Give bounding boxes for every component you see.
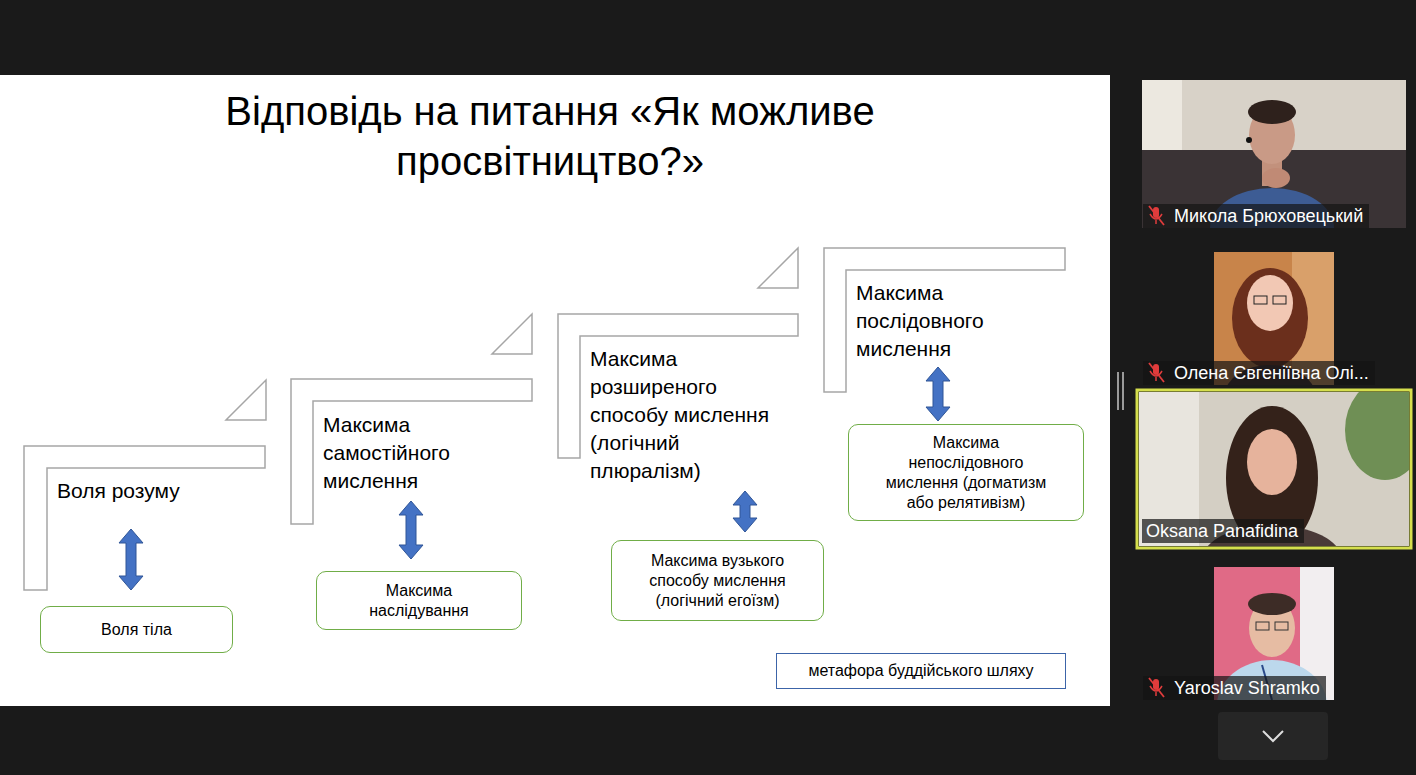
node-text: Воля тіла — [101, 620, 172, 640]
mic-slash — [1149, 363, 1164, 382]
resize-handle — [1118, 372, 1123, 410]
participant-name: Oksana Panafidina — [1146, 521, 1298, 541]
step-triangle — [226, 380, 266, 420]
participant-name: Микола Брюховецький — [1174, 206, 1363, 226]
chevron-icon — [1263, 731, 1283, 741]
tag-ground — [1143, 204, 1170, 228]
step-block: Максима послідовного мислення — [856, 279, 1031, 363]
node-text: Максима вузького способу мислення (логіч… — [630, 551, 805, 611]
name-tag: Oksana Panafidina — [1142, 519, 1304, 543]
title-holder: Відповідь на питання «Як можливе просвіт… — [200, 86, 900, 186]
mic-slash — [1149, 678, 1164, 697]
node-text: Максима розширеного способу мислення (ло… — [590, 345, 785, 485]
person-face — [1247, 429, 1297, 495]
node-text: Максима наслідування — [354, 581, 484, 621]
node-text: Воля розуму — [57, 477, 180, 505]
glasses — [1256, 622, 1269, 630]
earring — [1246, 137, 1252, 143]
slide-ground — [0, 75, 1110, 706]
person-hair — [1248, 100, 1296, 124]
slide-title: Відповідь на питання «Як можливе просвіт… — [200, 86, 900, 186]
muted-mic — [1143, 204, 1170, 228]
glasses — [1275, 622, 1288, 630]
step-triangle — [492, 314, 532, 354]
scroll-button — [1218, 712, 1328, 760]
person-hair — [1248, 593, 1296, 615]
maxim-box: Максима наслідування — [316, 571, 522, 630]
step-outline — [824, 248, 1065, 392]
handle-line — [1117, 372, 1119, 410]
tag-ground — [1143, 676, 1170, 700]
video-tile — [1142, 237, 1406, 385]
maxim-box: Воля тіла — [40, 606, 233, 653]
step-block: Воля розуму — [57, 477, 180, 505]
step-block: Максима розширеного способу мислення (ло… — [590, 345, 785, 485]
double-arrow — [119, 529, 143, 590]
tag-ground — [1143, 361, 1170, 385]
person-hair — [1232, 268, 1308, 368]
person-hand — [1262, 168, 1290, 188]
double-arrow — [926, 367, 950, 421]
node-text: Максима непослідовного мислення (догмати… — [876, 433, 1056, 513]
video-tile — [1142, 80, 1406, 228]
muted-mic — [1143, 361, 1170, 385]
step-triangle — [758, 248, 798, 288]
staircase — [24, 248, 1065, 590]
name-tag: Олена Євгеніївна Олі... — [1170, 361, 1375, 385]
name-tag: Микола Брюховецький — [1170, 204, 1369, 228]
node-text: Максима самостійного мислення — [323, 411, 498, 495]
person-face — [1247, 275, 1293, 331]
step-block: Максима самостійного мислення — [323, 411, 498, 495]
plant — [1345, 392, 1409, 480]
glasses — [1273, 296, 1286, 304]
muted-mic — [1143, 676, 1170, 700]
glasses — [1254, 296, 1267, 304]
participant-name: Олена Євгеніївна Олі... — [1174, 363, 1369, 383]
maxim-box: Максима непослідовного мислення (догмати… — [848, 424, 1084, 521]
name-tag: Yaroslav Shramko — [1170, 676, 1326, 700]
wall — [1142, 80, 1406, 228]
handle-line — [1122, 372, 1124, 410]
participant-name: Yaroslav Shramko — [1174, 678, 1320, 698]
mic-slash — [1149, 206, 1164, 225]
maxim-box: Максима вузького способу мислення (логіч… — [611, 540, 824, 621]
double-arrow — [733, 491, 757, 532]
step-outline — [24, 446, 265, 590]
video-tile — [1142, 555, 1406, 700]
double-arrow — [399, 501, 423, 559]
note-box: метафора буддійського шляху — [776, 653, 1066, 689]
node-text: метафора буддійського шляху — [808, 661, 1033, 681]
node-text: Максима послідовного мислення — [856, 279, 1031, 363]
active-speaker-frame — [1137, 390, 1411, 548]
video-tile — [1139, 392, 1409, 546]
